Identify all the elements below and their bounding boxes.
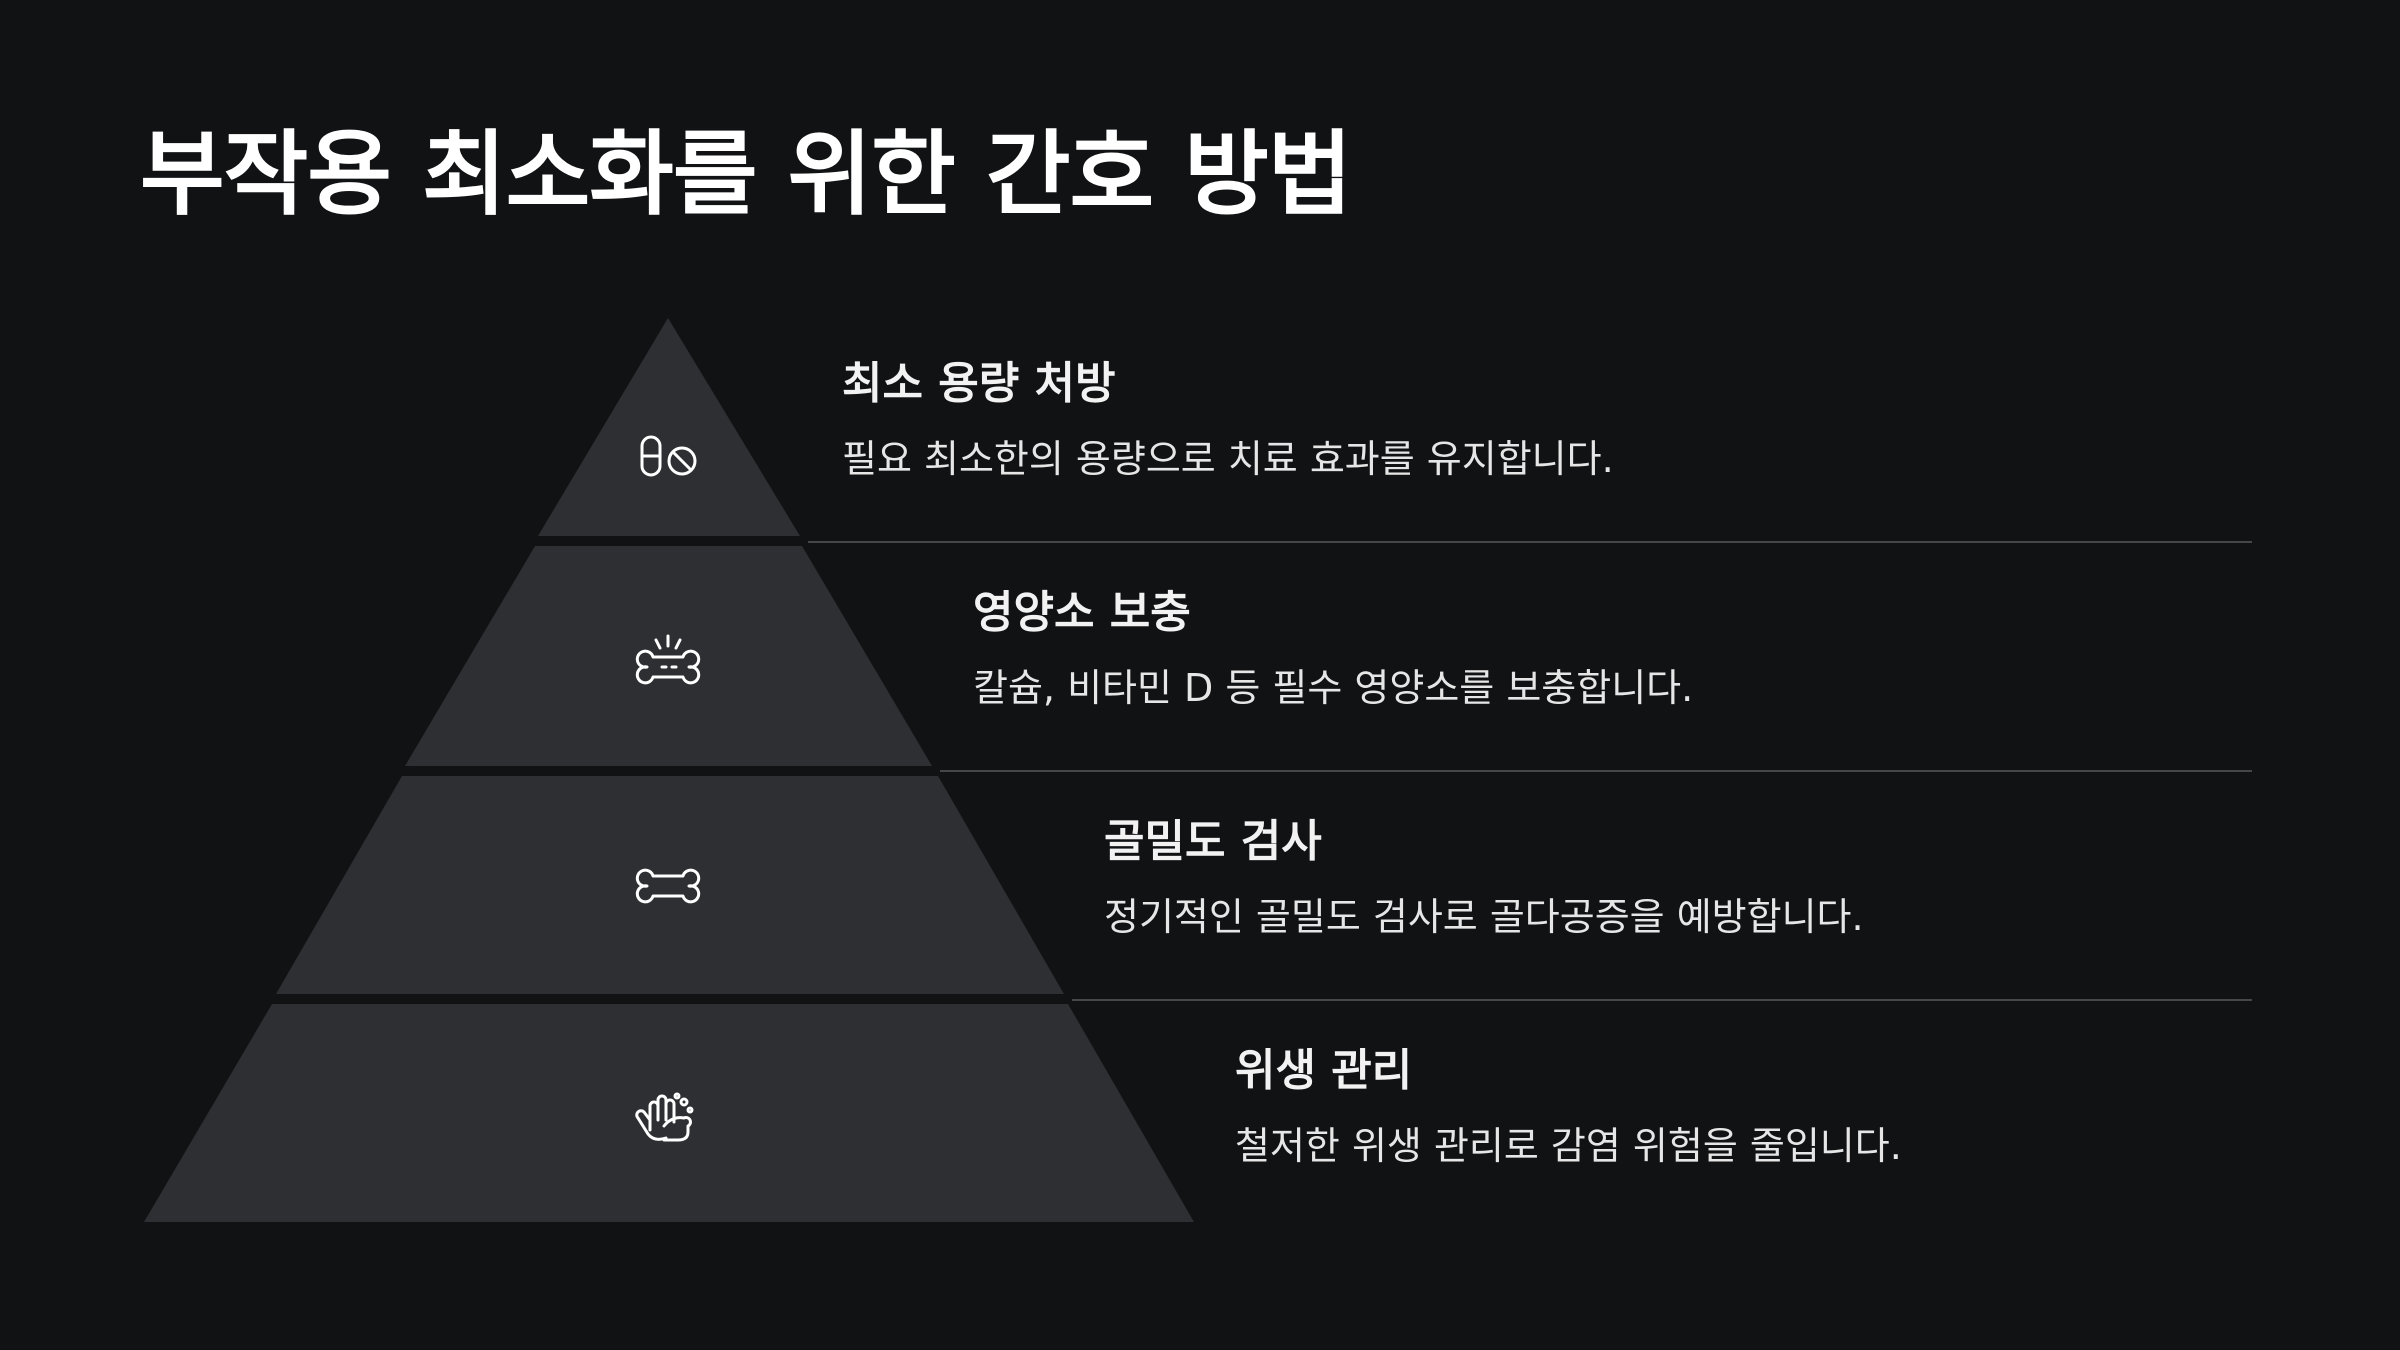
level-4-heading: 위생 관리 (1235, 1045, 1413, 1096)
pyramid-tier-4 (144, 1004, 1194, 1222)
level-2-text: 영양소 보충 칼슘, 비타민 D 등 필수 영양소를 보충합니다. (973, 587, 1693, 711)
pill-prohibited-icon (640, 435, 697, 477)
hand-washing-icon (635, 1092, 694, 1142)
level-3-description: 정기적인 골밀도 검사로 골다공증을 예방합니다. (1104, 894, 1864, 939)
divider-1 (808, 541, 2252, 543)
divider-3 (1072, 999, 2252, 1001)
level-1-description: 필요 최소한의 용량으로 치료 효과를 유지합니다. (842, 436, 1614, 481)
pyramid-tier-1 (538, 318, 800, 536)
level-1-text: 최소 용량 처방 필요 최소한의 용량으로 치료 효과를 유지합니다. (842, 358, 1614, 482)
level-2-heading: 영양소 보충 (973, 587, 1191, 638)
level-4-text: 위생 관리 철저한 위생 관리로 감염 위험을 줄입니다. (1235, 1045, 1902, 1169)
divider-2 (940, 770, 2252, 772)
pyramid-tier-3 (276, 776, 1064, 994)
bone-sparkle-icon (635, 634, 701, 685)
page-title: 부작용 최소화를 위한 간호 방법 (140, 121, 1352, 228)
level-3-heading: 골밀도 검사 (1104, 816, 1322, 867)
level-2-description: 칼슘, 비타민 D 등 필수 영양소를 보충합니다. (973, 665, 1694, 710)
level-1-heading: 최소 용량 처방 (842, 358, 1116, 409)
level-4-description: 철저한 위생 관리로 감염 위험을 줄입니다. (1235, 1123, 1902, 1168)
level-3-text: 골밀도 검사 정기적인 골밀도 검사로 골다공증을 예방합니다. (1104, 816, 1864, 940)
bone-icon (635, 868, 701, 904)
